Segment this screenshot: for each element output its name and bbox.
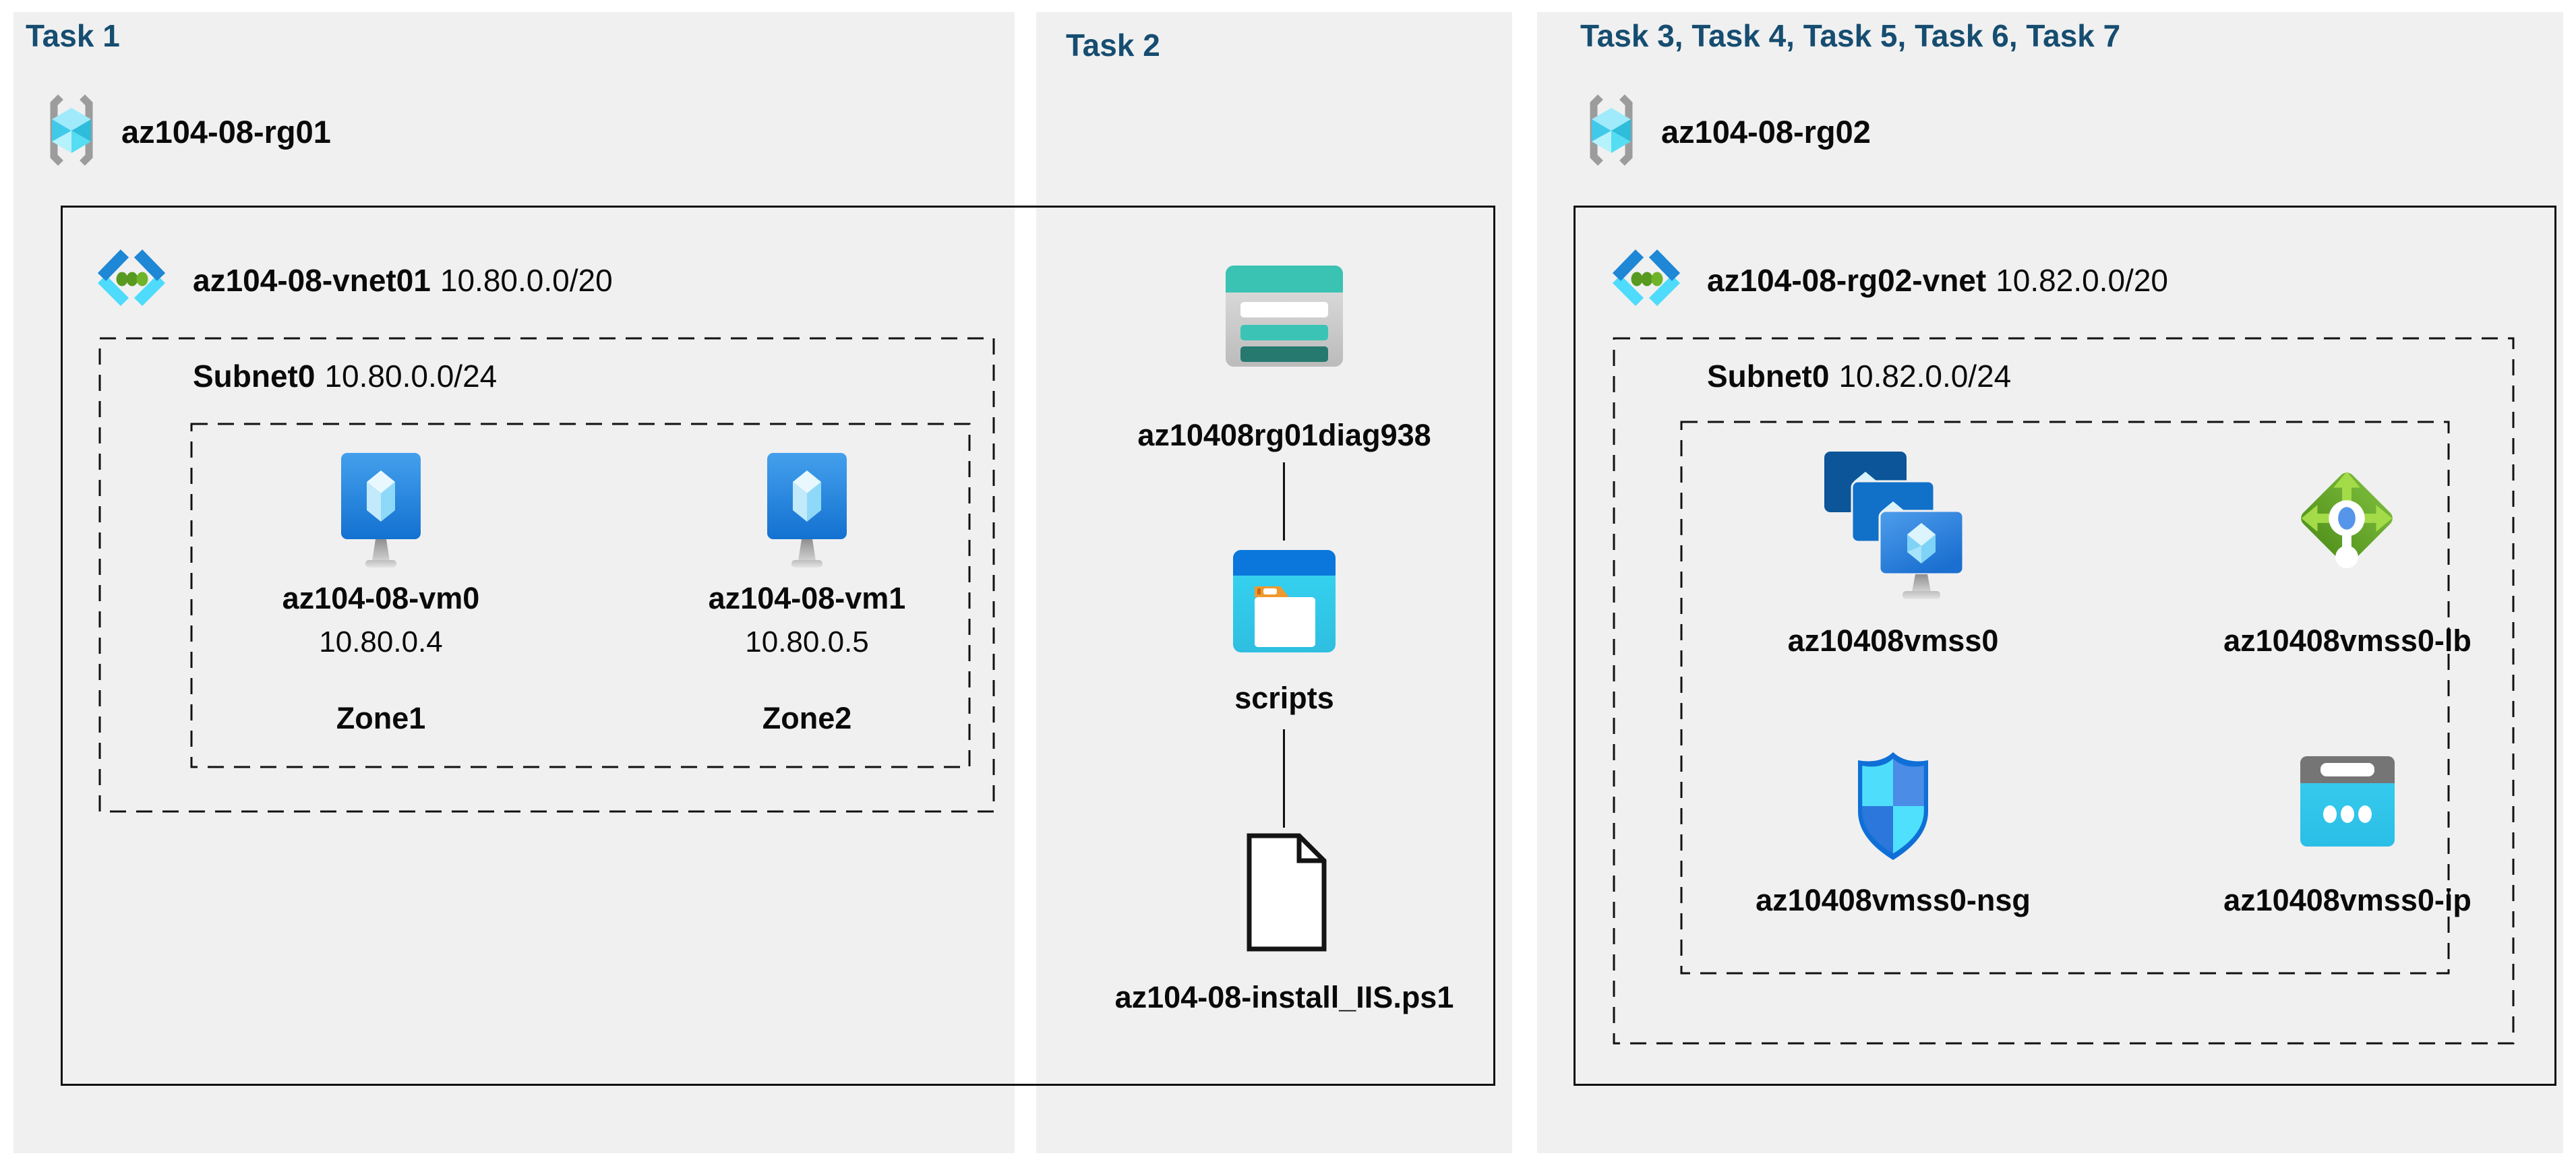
subnet1-cidr: 10.80.0.0/24 <box>324 359 498 394</box>
vm1-ip: 10.80.0.5 <box>745 625 869 658</box>
subnet2-name: Subnet0 <box>1707 359 1830 394</box>
task1-heading: Task 1 <box>26 18 120 53</box>
resource-group-1-name: az104-08-rg01 <box>121 114 331 150</box>
resource-group-icon <box>40 89 102 171</box>
vnet1-cidr: 10.80.0.0/20 <box>440 263 613 298</box>
vmss-group-dashed-box <box>1680 421 2450 975</box>
virtual-network-icon <box>94 241 169 317</box>
connector-container-to-file <box>1283 729 1285 828</box>
task2-heading: Task 2 <box>1066 28 1160 63</box>
vnet2-boundary-box <box>1574 206 2556 1086</box>
container-name: scripts <box>1234 681 1334 715</box>
public-ip-name: az10408vmss0-ip <box>2223 883 2472 917</box>
subnet2-cidr: 10.82.0.0/24 <box>1838 359 2012 394</box>
network-security-group-icon <box>1850 749 1936 863</box>
load-balancer-icon <box>2287 458 2407 578</box>
subnet1-name: Subnet0 <box>193 359 316 394</box>
resource-group-icon <box>1580 89 1642 171</box>
nsg-name: az10408vmss0-nsg <box>1756 883 2031 917</box>
subnet1-dashed-box <box>98 337 995 813</box>
vm0-ip: 10.80.0.4 <box>319 625 443 658</box>
vm0-name: az104-08-vm0 <box>282 581 480 615</box>
subnet2-dashed-box <box>1613 337 2515 1045</box>
virtual-machine-icon <box>330 450 431 570</box>
vm1-zone: Zone2 <box>762 701 852 735</box>
load-balancer-name: az10408vmss0-lb <box>2223 623 2472 658</box>
task3-7-panel <box>1537 12 2563 1153</box>
public-ip-icon <box>2300 756 2395 847</box>
vm0-zone: Zone1 <box>336 701 426 735</box>
resource-group-2-name: az104-08-rg02 <box>1661 114 1871 150</box>
vnet1-name: az104-08-vnet01 <box>193 263 431 298</box>
vnet2-cidr: 10.82.0.0/20 <box>1996 263 2168 298</box>
virtual-machine-icon <box>756 450 858 570</box>
script-file-name: az104-08-install_IIS.ps1 <box>1114 980 1454 1014</box>
vnet2-label: az104-08-rg02-vnet 10.82.0.0/20 <box>1707 262 2168 299</box>
task3-7-heading: Task 3, Task 4, Task 5, Task 6, Task 7 <box>1580 18 2121 53</box>
vm1-name: az104-08-vm1 <box>708 581 906 615</box>
vmss-name: az10408vmss0 <box>1787 623 1999 658</box>
storage-account-name: az10408rg01diag938 <box>1137 418 1431 452</box>
vm-scale-set-icon <box>1820 448 1963 601</box>
blob-container-icon <box>1233 550 1336 652</box>
script-file-icon <box>1244 832 1329 953</box>
vnet1-boundary-box <box>61 206 1495 1086</box>
connector-storage-to-container <box>1283 462 1285 541</box>
virtual-network-icon <box>1609 241 1684 317</box>
task1-panel <box>13 12 1015 1153</box>
vnet2-name: az104-08-rg02-vnet <box>1707 263 1987 298</box>
availability-zone-dashed-box <box>190 423 971 768</box>
vnet1-label: az104-08-vnet01 10.80.0.0/20 <box>193 262 613 299</box>
storage-account-icon <box>1226 266 1343 367</box>
